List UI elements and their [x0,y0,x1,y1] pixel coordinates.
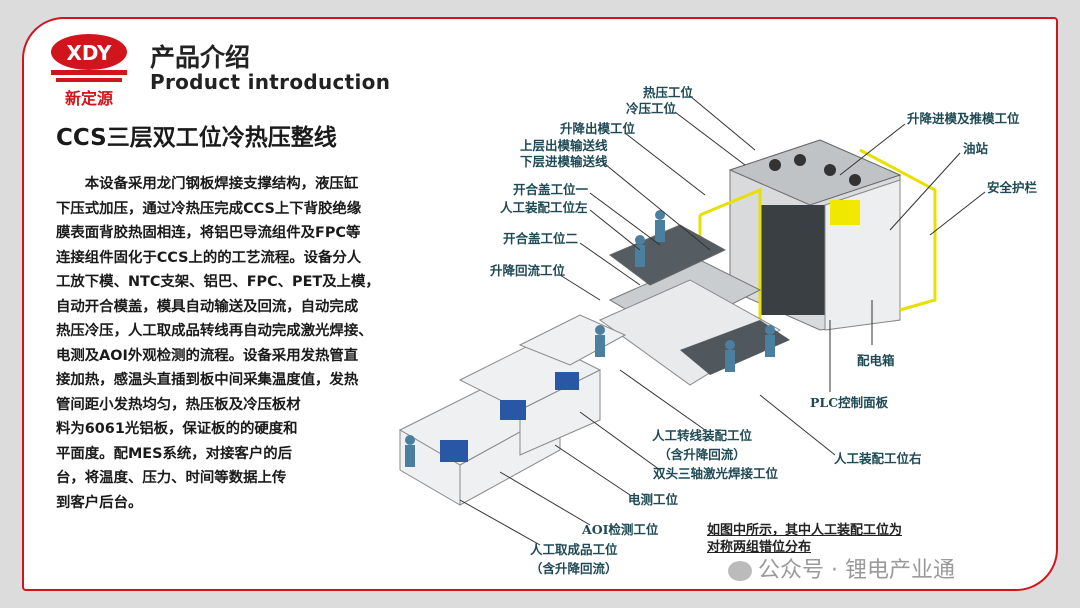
product-name: CCS三层双工位冷热压整线 [56,125,337,151]
label-plc: PLC控制面板 [810,395,889,410]
description-line: 膜表面背胶热固相连，将铝巴导流组件及FPC等 [56,225,361,241]
description-line: 本设备采用龙门钢板焊接支撑结构，液压缸 [56,176,359,192]
description-line: 料为6061光铝板，保证板的的硬度和 [56,421,298,437]
label-upper-out: 上层出模输送线 [520,138,608,153]
description-line: 台，将温度、压力、时间等数据上传 [56,470,287,486]
label-lift-return: 升降回流工位 [490,263,566,278]
label-lower-in: 下层进模输送线 [520,154,608,169]
description-line: 热压冷压，人工取成品转线再自动完成激光焊接、 [56,323,373,339]
description-line: 下压式加压，通过冷热压完成CCS上下背胶绝缘 [56,200,362,217]
page-title-english: Product introduction [150,70,391,94]
label-electric-test: 电测工位 [628,492,679,507]
label-power-box: 配电箱 [857,353,895,368]
label-manual-transfer-main: 人工转线装配工位 [652,428,753,443]
note-line-2: 对称两组错位分布 [707,540,812,555]
page-title: 产品介绍 [150,43,251,72]
note-line-1: 如图中所示，其中人工装配工位为 [707,523,903,538]
label-take-out-sub: （含升降回流） [530,561,618,576]
label-manual-right: 人工装配工位右 [834,451,922,466]
description-line: 工放下模、NTC支架、铝巴、FPC、PET及上模， [56,274,380,290]
watermark-text: 公众号 · 锂电产业通 [758,558,955,583]
svg-text:新定源: 新定源 [65,89,113,108]
layout-note: 如图中所示，其中人工装配工位为 对称两组错位分布 [707,522,902,556]
label-lid-1: 开合盖工位一 [513,182,589,197]
description-line: 平面度。配MES系统，对接客户的后 [56,445,292,462]
label-cold-press: 冷压工位 [626,101,677,116]
wechat-icon [728,561,752,581]
watermark: 公众号 · 锂电产业通 [728,552,955,584]
label-lift-out: 升降出模工位 [560,121,636,136]
product-description: 本设备采用龙门钢板焊接支撑结构，液压缸下压式加压，通过冷热压完成CCS上下背胶绝… [56,172,506,515]
label-hot-press: 热压工位 [643,85,694,100]
xdy-logo: XDY 新定源 [51,34,127,108]
label-laser: 双头三轴激光焊接工位 [653,466,779,481]
label-guard: 安全护栏 [987,180,1038,195]
label-lift-in-push: 升降进模及推模工位 [907,111,1020,126]
label-oil-station: 油站 [963,141,989,156]
label-manual-transfer: 人工转线装配工位 （含升降回流） [652,425,752,463]
label-aoi: AOI检测工位 [582,522,659,537]
description-line: 自动开合模盖，模具自动输送及回流，自动完成 [56,298,359,315]
label-lid-2: 开合盖工位二 [503,231,579,246]
description-line: 接加热，感温头直插到板中间采集温度值，发热 [56,372,359,388]
description-line: 连接组件固化于CCS上的的工艺流程。设备分人 [56,249,362,266]
description-line: 管间距小发热均匀，热压板及冷压板材 [56,396,301,413]
svg-text:XDY: XDY [66,41,112,65]
description-line: 到客户后台。 [56,494,143,511]
label-manual-left: 人工装配工位左 [500,200,588,215]
label-manual-transfer-sub: （含升降回流） [658,447,746,462]
description-line: 电测及AOI外观检测的流程。设备采用发热管直 [56,347,359,364]
label-take-out: 人工取成品工位 （含升降回流） [530,539,618,577]
label-take-out-main: 人工取成品工位 [530,542,618,557]
